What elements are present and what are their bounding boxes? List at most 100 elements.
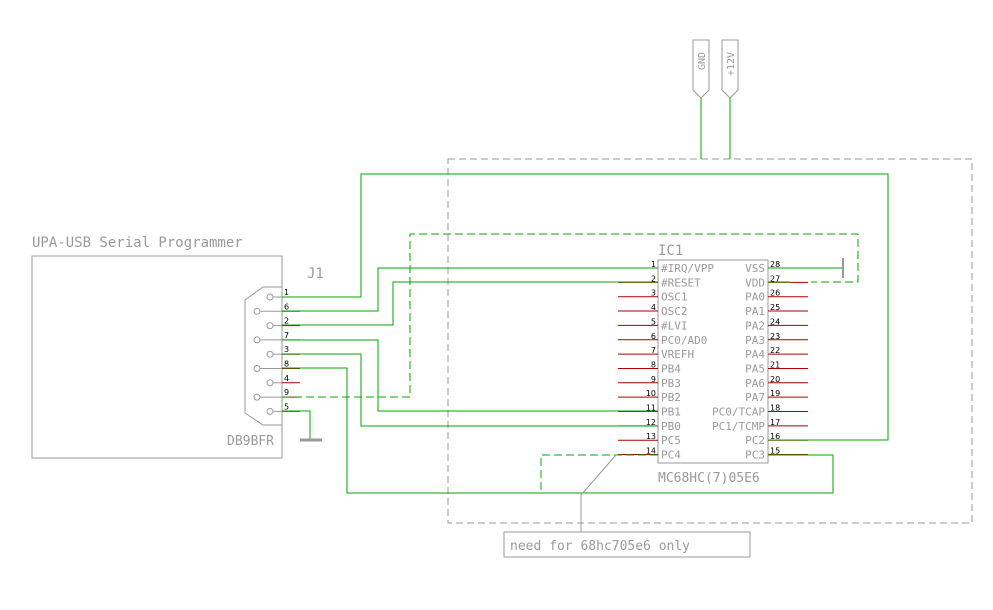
db9-pin-number: 1: [284, 288, 289, 297]
ic-pin-name: PB1: [661, 406, 681, 419]
db9-pin-number: 9: [284, 388, 289, 397]
ic-pin-number: 6: [651, 332, 656, 341]
ic-pin-number: 24: [770, 317, 780, 326]
db9-pin-number: 7: [284, 331, 289, 340]
ic-pin-name: PA4: [745, 348, 765, 361]
ic-pin-name: VSS: [745, 262, 765, 275]
ic-pin-number: 9: [651, 375, 656, 384]
ic-body: [657, 259, 769, 464]
ic-pin-17: 17 PC1/TCMP: [712, 418, 808, 433]
ic-pin-9: 9 PB3: [618, 375, 681, 390]
ic-pin-name: PC5: [661, 434, 681, 447]
ic-pin-number: 8: [651, 360, 656, 369]
db9-pin-4: 4: [266, 374, 300, 387]
wire-pin7-to-pb1: [282, 339, 658, 412]
ic-pin-name: PB3: [661, 377, 681, 390]
ic-pin-22: 22 PA4: [745, 346, 808, 361]
ic-pin-name: PA5: [745, 362, 765, 375]
db9-pin-socket: [266, 293, 274, 301]
gnd-label: GND: [697, 52, 708, 70]
ic-pin-name: PC3: [745, 449, 765, 462]
wire-pin6-to-irq: [282, 267, 658, 312]
ic-pin-number: 15: [770, 447, 780, 456]
note-text: need for 68hc705e6 only: [510, 539, 690, 554]
ic-pin-number: 1: [651, 260, 656, 269]
ic-pin-10: 10 PB2: [618, 389, 681, 404]
note-leader: [580, 454, 617, 532]
db9-pin-socket: [266, 379, 274, 387]
ic-pin-number: 10: [646, 389, 656, 398]
ic-pin-name: PB2: [661, 391, 681, 404]
power-vpp: +12V: [721, 39, 739, 99]
wire-pin8-to-pc3: [282, 367, 834, 494]
ic-pin-number: 5: [651, 317, 656, 326]
programmer-module: UPA-USB Serial Programmer: [31, 235, 283, 459]
ic-pin-name: PB4: [661, 362, 681, 375]
ic-pin-number: 26: [770, 289, 780, 298]
connector-ref: J1: [307, 266, 324, 282]
ic-pin-name: PA7: [745, 391, 765, 404]
db9-pin-socket: [253, 365, 261, 372]
ic-pin-number: 16: [770, 432, 780, 441]
ic-pin-number: 19: [770, 389, 780, 398]
ic-pin-name: PC0/TCAP: [712, 406, 765, 419]
ic-pin-name: VDD: [745, 276, 765, 289]
db9-pin-socket: [266, 322, 274, 330]
ic-pin-name: PC4: [661, 449, 681, 462]
wire-pin3-to-pb0: [282, 353, 658, 427]
ic-pin-number: 11: [646, 404, 656, 413]
power-gnd: GND: [692, 39, 710, 99]
ic-pin-15: 15 PC3: [745, 447, 808, 462]
note-box: [503, 531, 751, 558]
ic-pin-13: 13 PC5: [618, 432, 681, 447]
db9-pin-socket: [253, 336, 261, 344]
db9-pin-2: 2: [266, 317, 300, 330]
ic-pin-number: 25: [770, 303, 780, 312]
ic-ref: IC1: [658, 243, 683, 259]
ic-pin-number: 17: [770, 418, 780, 427]
ic-part: MC68HC(7)05E6: [658, 471, 760, 486]
db9-pin-socket: [253, 307, 261, 315]
ic-pin-number: 13: [646, 432, 656, 441]
vpp-label: +12V: [726, 52, 737, 76]
db9-pin-9: 9: [253, 388, 300, 401]
ic-pin-19: 19 PA7: [745, 389, 808, 404]
db9-pin-3: 3: [266, 345, 300, 358]
ic-pin-number: 18: [770, 404, 780, 413]
ic-pin-name: PC2: [745, 434, 765, 447]
wire-pc4-dashed: [540, 454, 658, 493]
ic-pin-number: 7: [651, 346, 656, 355]
ic-pin-number: 23: [770, 332, 780, 341]
ic-pin-name: PC1/TCMP: [712, 420, 765, 433]
db9-pin-socket: [266, 350, 274, 358]
note: need for 68hc705e6 only: [503, 454, 751, 558]
ic-right-pins: 28VSS27VDD26PA025PA124PA223PA322PA421PA5…: [712, 260, 808, 462]
ic-pin-name: VREFH: [661, 348, 694, 361]
db9-pin-number: 5: [284, 402, 289, 411]
target-board-outline: [447, 158, 973, 524]
ic-pin-name: #IRQ/VPP: [661, 262, 714, 275]
ic-pin-number: 28: [770, 260, 780, 269]
ic-pin-name: #RESET: [661, 276, 701, 289]
ic-pin-number: 20: [770, 375, 780, 384]
ic-pin-name: PA0: [745, 291, 765, 304]
db9-pin-1: 1: [266, 288, 300, 301]
db9-pin-socket: [253, 393, 261, 401]
db9-pin-7: 7: [253, 331, 300, 344]
wire-pin9-to-vdd-dashed: [282, 233, 859, 398]
ic-pin-number: 2: [651, 274, 656, 283]
gnd-flag: [692, 39, 710, 99]
ic-pin-number: 22: [770, 346, 780, 355]
ic-pin-name: OSC1: [661, 291, 688, 304]
db9-pin-number: 2: [284, 317, 289, 326]
wire-pin5-to-gnd: [282, 410, 311, 439]
